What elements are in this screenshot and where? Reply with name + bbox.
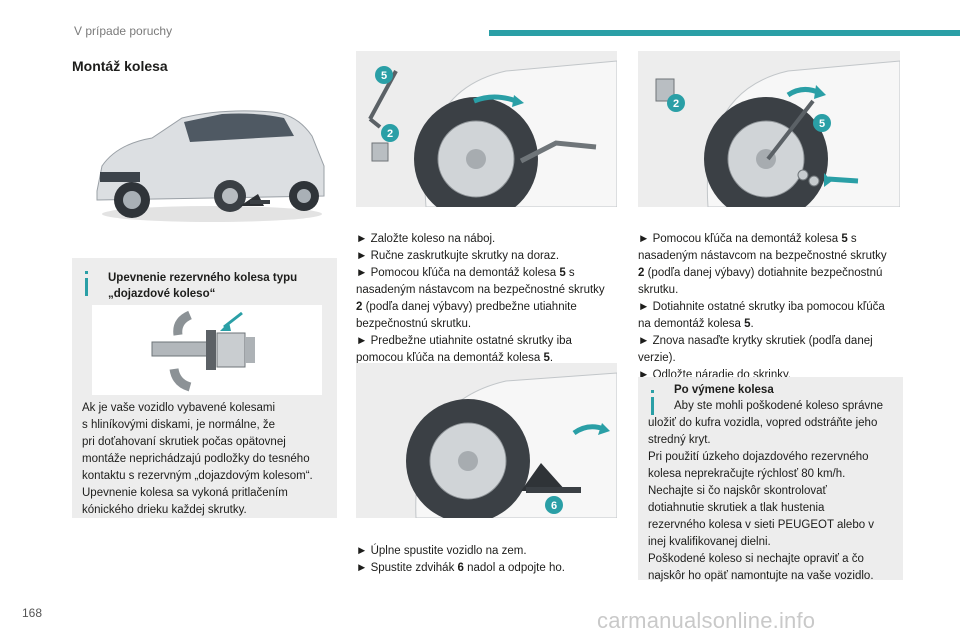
callout-5: 5 xyxy=(375,66,393,84)
spare-wheel-info-box: Upevnenie rezervného kolesa typu „dojazd… xyxy=(72,258,337,518)
info-box-body: Aby ste mohli poškodené koleso správne u… xyxy=(648,400,884,582)
fit-wheel-illustration: 5 2 xyxy=(356,51,617,207)
wheel-bolt-illustration xyxy=(92,305,322,395)
callout-6: 6 xyxy=(545,496,563,514)
callout-2: 2 xyxy=(381,124,399,142)
page-number: 168 xyxy=(22,606,43,620)
callout-2: 2 xyxy=(667,94,685,112)
info-box-title: Upevnenie rezervného kolesa typu „dojazd… xyxy=(108,272,298,300)
svg-text:5: 5 xyxy=(381,70,387,82)
fit-wheel-steps: ► Založte koleso na náboj. ► Ručne zaskr… xyxy=(356,233,605,364)
car-on-jack-illustration xyxy=(72,96,337,226)
lower-jack-illustration: 6 xyxy=(356,363,617,518)
info-box-body: Ak je vaše vozidlo vybavené kolesami s h… xyxy=(82,402,313,516)
svg-text:6: 6 xyxy=(551,500,557,512)
after-replacement-info-box: Po výmene kolesa Aby ste mohli poškodené… xyxy=(638,377,903,582)
header-accent-bar xyxy=(489,30,960,36)
tighten-bolts-steps: ► Pomocou kľúča na demontáž kolesa 5 s n… xyxy=(638,233,887,381)
info-icon xyxy=(85,271,88,274)
watermark: carmanualsonline.info xyxy=(597,608,816,633)
tighten-bolts-illustration: 2 5 xyxy=(638,51,900,207)
svg-text:2: 2 xyxy=(387,128,393,140)
info-box-title: Po výmene kolesa xyxy=(674,384,774,396)
lower-jack-steps: ► Úplne spustite vozidlo na zem. ► Spust… xyxy=(356,545,565,574)
callout-5: 5 xyxy=(813,114,831,132)
page-title: Montáž kolesa xyxy=(72,58,168,74)
info-icon xyxy=(651,390,654,393)
info-icon-bar xyxy=(85,278,88,296)
svg-text:5: 5 xyxy=(819,118,825,130)
info-icon-bar xyxy=(651,397,654,415)
running-header: V prípade poruchy xyxy=(74,24,173,38)
svg-text:2: 2 xyxy=(673,98,679,110)
